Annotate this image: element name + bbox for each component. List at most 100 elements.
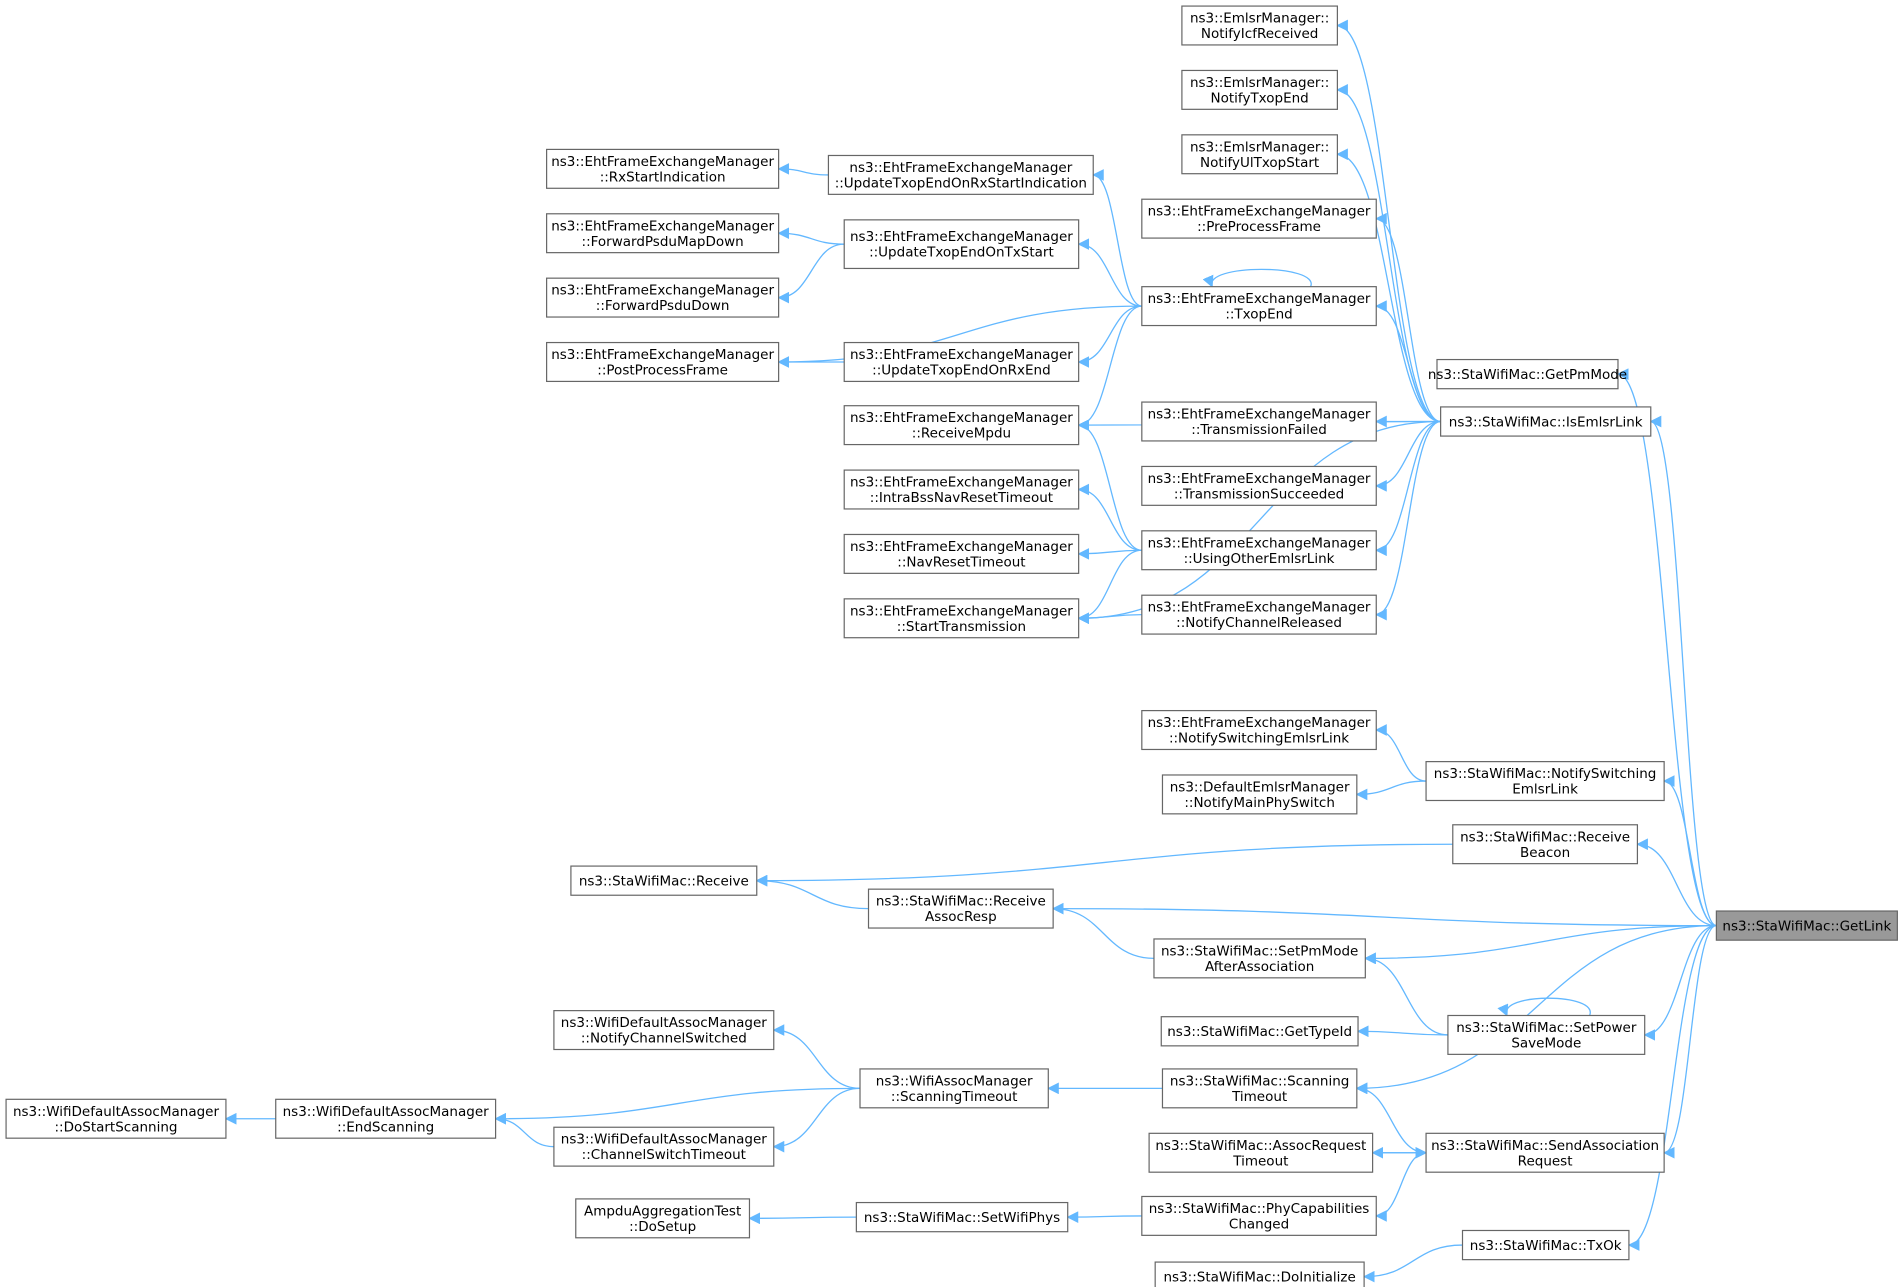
node-ncs[interactable]: ns3::WifiDefaultAssocManager::NotifyChan…	[553, 1010, 775, 1051]
node-box[interactable]	[827, 154, 1094, 195]
node-box[interactable]	[855, 1201, 1069, 1233]
node-box[interactable]	[843, 533, 1080, 574]
node-box[interactable]	[546, 213, 780, 254]
node-label: ::UsingOtherEmlsrLink	[1184, 551, 1335, 567]
node-ts[interactable]: ns3::EhtFrameExchangeManager::Transmissi…	[1141, 465, 1377, 506]
node-wst[interactable]: ns3::WifiAssocManager::ScanningTimeout	[859, 1068, 1049, 1109]
node-box[interactable]	[1154, 1261, 1365, 1287]
node-box[interactable]	[1715, 910, 1898, 941]
node-dss[interactable]: ns3::WifiDefaultAssocManager::DoStartSca…	[5, 1098, 227, 1139]
node-label: Timeout	[1231, 1089, 1287, 1105]
node-recv[interactable]: ns3::StaWifiMac::Receive	[570, 865, 758, 896]
node-swp[interactable]: ns3::StaWifiMac::SetWifiPhys	[855, 1201, 1069, 1233]
node-box[interactable]	[859, 1068, 1049, 1109]
node-box[interactable]	[843, 219, 1080, 270]
node-box[interactable]	[553, 1126, 775, 1167]
node-post[interactable]: ns3::EhtFrameExchangeManager::PostProces…	[546, 341, 780, 383]
node-box[interactable]	[1141, 198, 1377, 239]
edge-rb-to-sgl	[1636, 838, 1717, 927]
node-box[interactable]	[1440, 406, 1652, 437]
node-box[interactable]	[1160, 1016, 1359, 1047]
node-box[interactable]	[1452, 824, 1639, 865]
node-box[interactable]	[575, 1198, 751, 1239]
node-box[interactable]	[275, 1098, 497, 1139]
node-txe[interactable]: ns3::EhtFrameExchangeManager::TxopEnd	[1141, 286, 1377, 327]
node-box[interactable]	[843, 341, 1080, 383]
node-label: ::ForwardPsduDown	[596, 298, 730, 314]
node-spaa[interactable]: ns3::StaWifiMac::SetPmModeAfterAssociati…	[1153, 938, 1366, 979]
node-box[interactable]	[1153, 938, 1366, 979]
node-rmp[interactable]: ns3::EhtFrameExchangeManager::ReceiveMpd…	[843, 405, 1080, 446]
node-box[interactable]	[1148, 1132, 1374, 1173]
node-box[interactable]	[1141, 709, 1377, 751]
node-box[interactable]	[1161, 774, 1358, 815]
node-nte[interactable]: ns3::EmlsrManager::NotifyTxopEnd	[1181, 69, 1338, 110]
node-box[interactable]	[546, 341, 780, 383]
node-label: ::ReceiveMpdu	[912, 426, 1011, 442]
node-box[interactable]	[1436, 358, 1619, 390]
node-box[interactable]	[1447, 1014, 1646, 1055]
node-utrs[interactable]: ns3::EhtFrameExchangeManager::UpdateTxop…	[827, 154, 1094, 195]
node-utts[interactable]: ns3::EhtFrameExchangeManager::UpdateTxop…	[843, 219, 1080, 270]
node-ncr[interactable]: ns3::EhtFrameExchangeManager::NotifyChan…	[1141, 594, 1377, 635]
node-cst[interactable]: ns3::WifiDefaultAssocManager::ChannelSwi…	[553, 1126, 775, 1167]
node-dini[interactable]: ns3::StaWifiMac::DoInitialize	[1154, 1261, 1365, 1287]
node-box[interactable]	[1425, 761, 1665, 802]
node-box[interactable]	[843, 405, 1080, 446]
node-txok[interactable]: ns3::StaWifiMac::TxOk	[1461, 1229, 1630, 1261]
node-gpm[interactable]: ns3::StaWifiMac::GetPmMode	[1428, 358, 1627, 390]
node-nrt[interactable]: ns3::EhtFrameExchangeManager::NavResetTi…	[843, 533, 1080, 574]
node-box[interactable]	[1161, 1068, 1358, 1109]
node-box[interactable]	[1181, 69, 1338, 110]
node-st[interactable]: ns3::EhtFrameExchangeManager::StartTrans…	[843, 598, 1080, 639]
node-box[interactable]	[1141, 286, 1377, 327]
node-gtid[interactable]: ns3::StaWifiMac::GetTypeId	[1160, 1016, 1359, 1047]
node-utre[interactable]: ns3::EhtFrameExchangeManager::UpdateTxop…	[843, 341, 1080, 383]
node-box[interactable]	[1425, 1132, 1665, 1173]
node-box[interactable]	[546, 277, 780, 318]
node-iel[interactable]: ns3::StaWifiMac::IsEmlsrLink	[1440, 406, 1652, 437]
node-box[interactable]	[1141, 465, 1377, 506]
node-box[interactable]	[1181, 5, 1338, 46]
node-box[interactable]	[546, 148, 780, 189]
node-nuts[interactable]: ns3::EmlsrManager::NotifyUlTxopStart	[1181, 134, 1338, 175]
node-sgl[interactable]: ns3::StaWifiMac::GetLink	[1715, 910, 1898, 941]
node-fpd[interactable]: ns3::EhtFrameExchangeManager::ForwardPsd…	[546, 277, 780, 318]
node-uoel[interactable]: ns3::EhtFrameExchangeManager::UsingOther…	[1141, 530, 1377, 571]
node-nicf[interactable]: ns3::EmlsrManager::NotifyIcfReceived	[1181, 5, 1338, 46]
node-nsel_fem[interactable]: ns3::EhtFrameExchangeManager::NotifySwit…	[1141, 709, 1377, 751]
node-box[interactable]	[1461, 1229, 1630, 1261]
node-label: ns3::StaWifiMac::SetWifiPhys	[864, 1210, 1060, 1226]
node-box[interactable]	[553, 1010, 775, 1051]
node-sst[interactable]: ns3::StaWifiMac::ScanningTimeout	[1161, 1068, 1358, 1109]
node-label: ns3::EhtFrameExchangeManager	[551, 283, 774, 299]
node-rsi[interactable]: ns3::EhtFrameExchangeManager::RxStartInd…	[546, 148, 780, 189]
node-box[interactable]	[1141, 401, 1377, 442]
node-box[interactable]	[843, 598, 1080, 639]
node-nmps[interactable]: ns3::DefaultEmlsrManager::NotifyMainPhyS…	[1161, 774, 1358, 815]
node-nsel[interactable]: ns3::StaWifiMac::NotifySwitchingEmlsrLin…	[1425, 761, 1665, 802]
node-box[interactable]	[843, 469, 1080, 510]
node-fpmd[interactable]: ns3::EhtFrameExchangeManager::ForwardPsd…	[546, 213, 780, 254]
node-ibnrt[interactable]: ns3::EhtFrameExchangeManager::IntraBssNa…	[843, 469, 1080, 510]
node-ppf[interactable]: ns3::EhtFrameExchangeManager::PreProcess…	[1141, 198, 1377, 239]
node-ads[interactable]: AmpduAggregationTest::DoSetup	[575, 1198, 751, 1239]
node-box[interactable]	[1181, 134, 1338, 175]
node-box[interactable]	[5, 1098, 227, 1139]
node-es[interactable]: ns3::WifiDefaultAssocManager::EndScannin…	[275, 1098, 497, 1139]
node-box[interactable]	[570, 865, 758, 896]
node-label: ns3::StaWifiMac::DoInitialize	[1163, 1269, 1355, 1285]
edge-txe-to-txe	[1202, 268, 1312, 288]
node-box[interactable]	[867, 888, 1054, 929]
node-box[interactable]	[1141, 1195, 1377, 1236]
node-tf[interactable]: ns3::EhtFrameExchangeManager::Transmissi…	[1141, 401, 1377, 442]
node-box[interactable]	[1141, 594, 1377, 635]
node-box[interactable]	[1141, 530, 1377, 571]
